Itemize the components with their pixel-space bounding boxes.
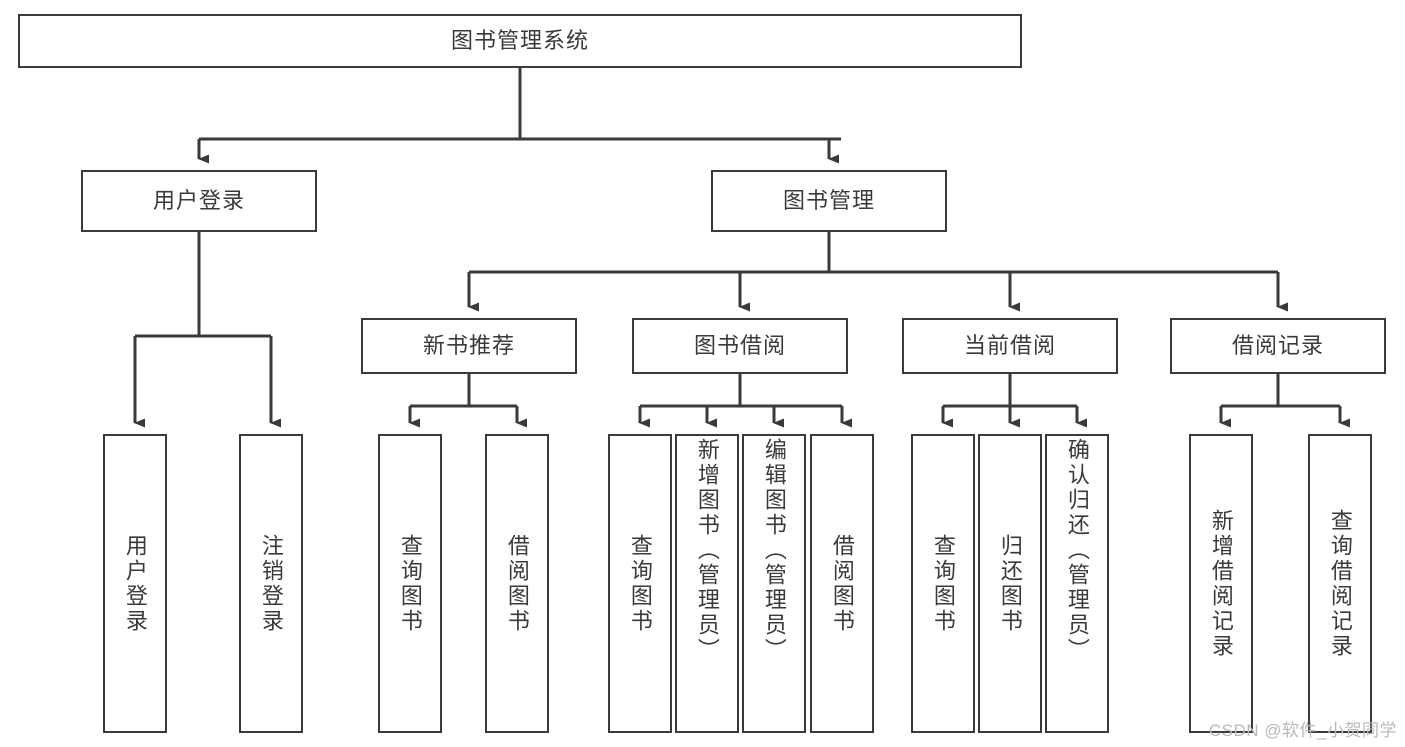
node-label: 查询借阅记录 bbox=[1327, 508, 1353, 659]
leaf-current-borrow-query-book[interactable]: 查询图书 bbox=[911, 434, 975, 733]
node-user-login[interactable]: 用户登录 bbox=[81, 170, 317, 232]
node-label: 归还图书 bbox=[997, 533, 1023, 634]
node-label: 查询图书 bbox=[397, 533, 423, 634]
node-label: 图书管理 bbox=[782, 187, 875, 213]
node-label: 编辑图书（管理员） bbox=[761, 438, 787, 663]
leaf-borrow-record-add-record[interactable]: 新增借阅记录 bbox=[1189, 434, 1253, 733]
node-label: 借阅图书 bbox=[829, 533, 855, 634]
node-label: 新增借阅记录 bbox=[1208, 508, 1234, 659]
leaf-current-borrow-return-book[interactable]: 归还图书 bbox=[978, 434, 1042, 733]
node-label: 用户登录 bbox=[122, 533, 148, 634]
leaf-borrow-record-query-record[interactable]: 查询借阅记录 bbox=[1308, 434, 1372, 733]
node-label: 新增图书（管理员） bbox=[694, 438, 720, 663]
node-label: 当前借阅 bbox=[963, 332, 1056, 358]
node-book-management[interactable]: 图书管理 bbox=[711, 170, 947, 232]
node-label: 注销登录 bbox=[258, 533, 284, 634]
leaf-book-borrow-borrow-book[interactable]: 借阅图书 bbox=[810, 434, 874, 733]
node-new-book-recommend[interactable]: 新书推荐 bbox=[361, 318, 577, 374]
leaf-user-login-logout[interactable]: 注销登录 bbox=[239, 434, 303, 733]
node-label: 借阅图书 bbox=[504, 533, 530, 634]
node-current-borrow[interactable]: 当前借阅 bbox=[902, 318, 1118, 374]
leaf-new-book-borrow-book[interactable]: 借阅图书 bbox=[485, 434, 549, 733]
leaf-new-book-query-book[interactable]: 查询图书 bbox=[378, 434, 442, 733]
node-label: 查询图书 bbox=[930, 533, 956, 634]
node-borrow-record[interactable]: 借阅记录 bbox=[1170, 318, 1386, 374]
node-label: 借阅记录 bbox=[1231, 332, 1324, 358]
node-root-book-management-system[interactable]: 图书管理系统 bbox=[18, 14, 1022, 68]
node-label: 图书借阅 bbox=[693, 332, 786, 358]
node-label: 确认归还（管理员） bbox=[1064, 438, 1090, 663]
leaf-user-login-login[interactable]: 用户登录 bbox=[103, 434, 167, 733]
leaf-book-borrow-edit-book-admin[interactable]: 编辑图书（管理员） bbox=[742, 434, 806, 733]
node-label: 用户登录 bbox=[152, 187, 245, 213]
leaf-book-borrow-add-book-admin[interactable]: 新增图书（管理员） bbox=[675, 434, 739, 733]
leaf-book-borrow-query-book[interactable]: 查询图书 bbox=[608, 434, 672, 733]
node-label: 新书推荐 bbox=[422, 332, 515, 358]
node-book-borrow[interactable]: 图书借阅 bbox=[632, 318, 848, 374]
node-label: 图书管理系统 bbox=[450, 27, 589, 53]
node-label: 查询图书 bbox=[627, 533, 653, 634]
leaf-current-borrow-confirm-return-admin[interactable]: 确认归还（管理员） bbox=[1045, 434, 1109, 733]
